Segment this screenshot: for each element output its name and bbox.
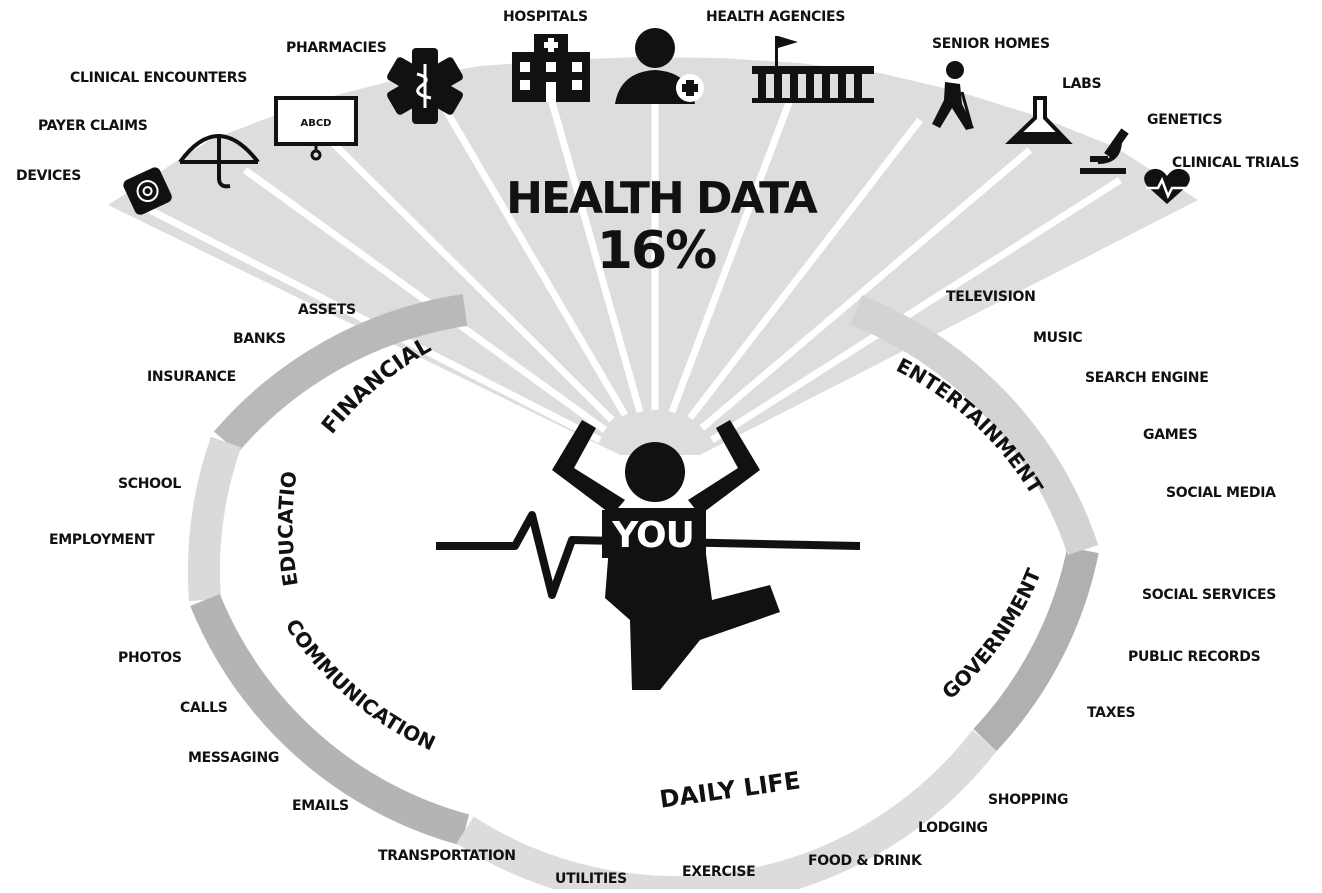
source-label-labs: LABS <box>1062 76 1102 92</box>
item-label-food-drink: FOOD & DRINK <box>808 853 922 869</box>
umbrella-icon <box>178 134 260 189</box>
ring-segment-financial <box>213 294 468 453</box>
source-label-payer-claims: PAYER CLAIMS <box>38 118 148 134</box>
segment-label-daily-life: DAILY LIFE <box>658 766 802 813</box>
health-data-percent: 16% <box>597 221 716 281</box>
ring-segment-entertainment <box>850 295 1099 556</box>
source-label-hospitals: HOSPITALS <box>503 9 588 25</box>
ring-segment-government <box>973 546 1099 751</box>
health-data-title: HEALTH DATA <box>506 173 818 224</box>
microscope-icon <box>1080 128 1129 174</box>
item-label-emails: EMAILS <box>292 798 349 814</box>
item-label-music: MUSIC <box>1033 330 1083 346</box>
item-label-messaging: MESSAGING <box>188 750 280 766</box>
item-label-employment: EMPLOYMENT <box>49 532 155 548</box>
item-label-transportation: TRANSPORTATION <box>378 848 516 864</box>
item-label-social-media: SOCIAL MEDIA <box>1166 485 1276 501</box>
heart-ecg-icon <box>1144 168 1190 204</box>
item-label-shopping: SHOPPING <box>988 792 1069 808</box>
item-label-school: SCHOOL <box>118 476 181 492</box>
device-icon <box>123 167 172 215</box>
senior-walking-icon <box>932 61 974 130</box>
category-ring <box>187 294 1099 893</box>
hospital-icon <box>512 34 590 102</box>
source-label-genetics: GENETICS <box>1147 112 1223 128</box>
head-icon <box>625 442 685 502</box>
left-arm-icon <box>552 420 625 515</box>
item-label-utilities: UTILITIES <box>555 871 627 887</box>
you-label: YOU <box>611 515 694 556</box>
ring-segment-communication <box>190 593 470 846</box>
item-label-social-services: SOCIAL SERVICES <box>1142 587 1276 603</box>
source-label-devices: DEVICES <box>16 168 82 184</box>
item-label-lodging: LODGING <box>918 820 988 836</box>
source-label-clinical-encounters: CLINICAL ENCOUNTERS <box>70 70 248 86</box>
pharmacy-star-icon <box>387 48 463 124</box>
source-label-senior-homes: SENIOR HOMES <box>932 36 1050 52</box>
source-label-pharmacies: PHARMACIES <box>286 40 387 56</box>
lab-flask-icon <box>1005 96 1073 144</box>
item-label-photos: PHOTOS <box>118 650 182 666</box>
item-label-public-records: PUBLIC RECORDS <box>1128 649 1261 665</box>
item-label-assets: ASSETS <box>298 302 356 318</box>
item-label-taxes: TAXES <box>1087 705 1136 721</box>
board-abcd-text: ABCD <box>300 118 331 129</box>
source-label-health-agencies: HEALTH AGENCIES <box>706 9 846 25</box>
ring-segment-education <box>187 436 242 602</box>
item-label-television: TELEVISION <box>946 289 1036 305</box>
fan-rays <box>148 94 1122 444</box>
item-label-exercise: EXERCISE <box>682 864 756 880</box>
segment-label-education: EDUCATION <box>0 0 303 588</box>
health-professional-icon <box>615 28 704 104</box>
government-building-icon <box>752 36 874 103</box>
presentation-board-icon: ABCD <box>274 96 358 161</box>
ring-segment-daily-life <box>456 730 998 893</box>
item-label-calls: CALLS <box>180 700 228 716</box>
source-label-clinical-trials: CLINICAL TRIALS <box>1172 155 1300 171</box>
item-label-banks: BANKS <box>233 331 286 347</box>
item-label-games: GAMES <box>1143 427 1198 443</box>
item-label-search-engine: SEARCH ENGINE <box>1085 370 1209 386</box>
right-arm-icon <box>688 420 760 515</box>
item-label-insurance: INSURANCE <box>147 369 236 385</box>
person-figure <box>436 420 861 690</box>
